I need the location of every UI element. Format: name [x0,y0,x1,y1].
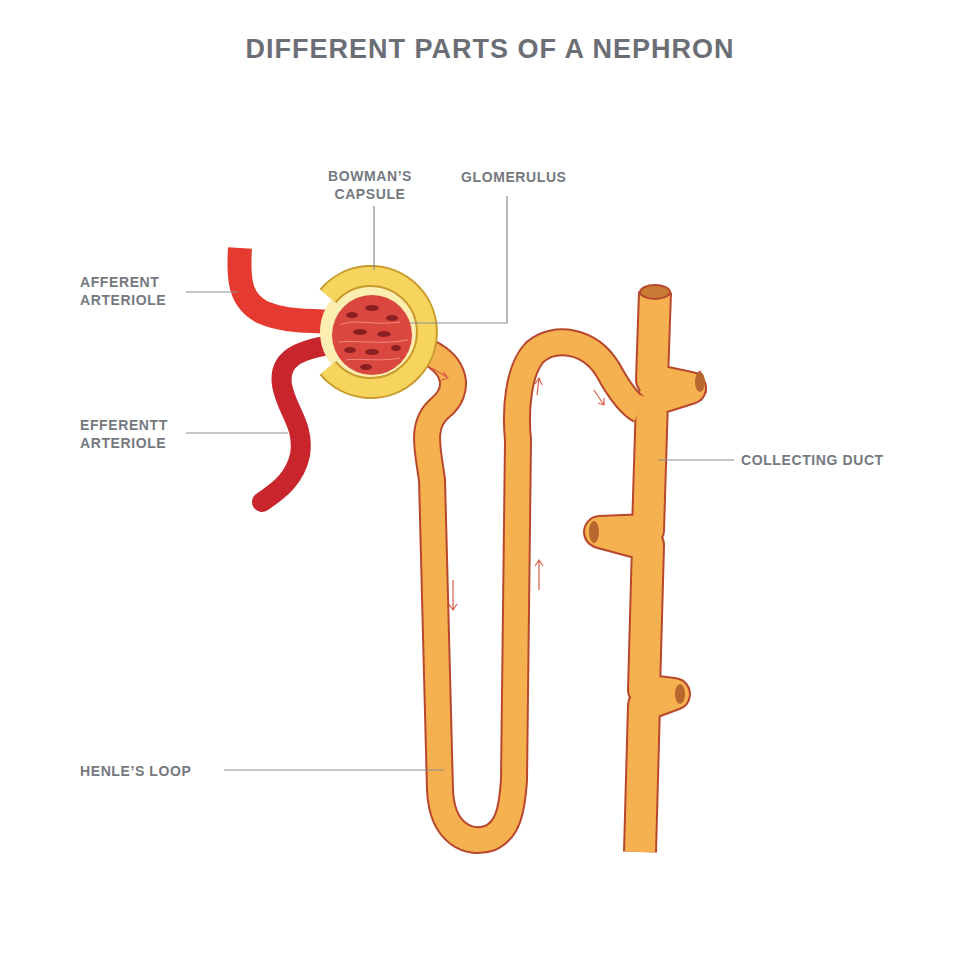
part-label: AFFERENT ARTERIOLE [80,273,180,309]
diagram-title: DIFFERENT PARTS OF A NEPHRON [0,34,980,65]
part-label: COLLECTING DUCT [741,451,941,469]
part-label: HENLE’S LOOP [80,762,220,780]
part-label: GLOMERULUS [461,168,601,186]
part-label: BOWMAN’S CAPSULE [315,167,425,203]
part-label: EFFERENTT ARTERIOLE [80,416,180,452]
